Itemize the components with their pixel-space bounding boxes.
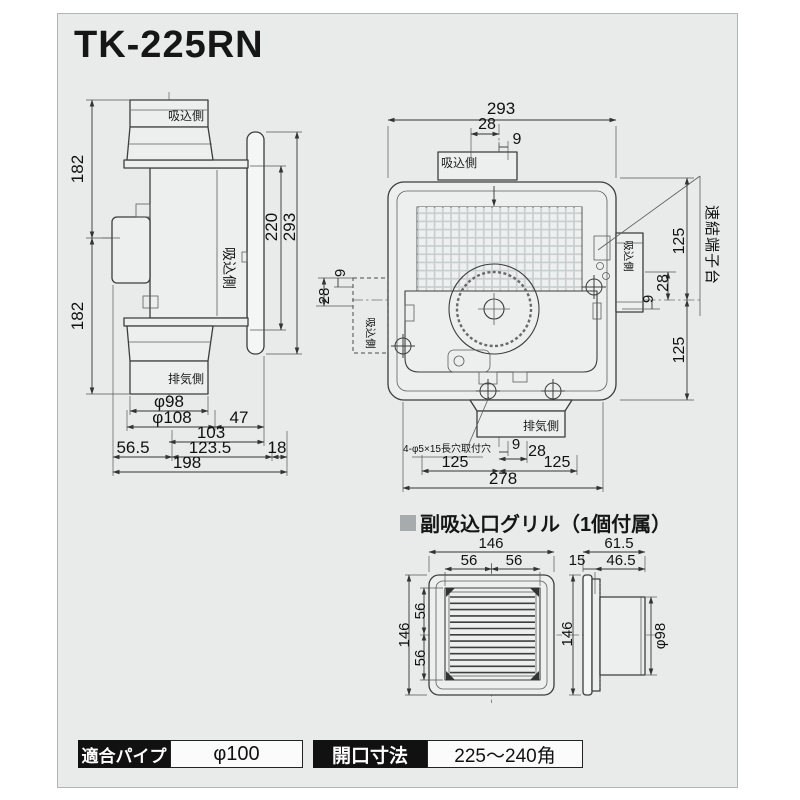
dim-grille-half-top: 56	[412, 603, 429, 620]
plan-intake-top-label: 吸込側	[441, 156, 477, 170]
side-view: 吸込側 吸込側 排気側 182 182 220 293 φ98	[68, 92, 302, 476]
spec-opening-label: 開口寸法	[313, 740, 427, 768]
dim-grille-depth: 61.5	[604, 535, 633, 552]
plan-view: 吸込側 吸込側 吸込側	[316, 99, 720, 492]
ceiling-plate-edge	[246, 131, 265, 355]
dim-overall-width-side: 198	[173, 453, 201, 472]
section-bullet-square	[400, 514, 416, 531]
optional-intake-duct	[352, 277, 389, 354]
grille-face-plate	[582, 574, 593, 696]
side-intake-side-label: 吸込側	[221, 247, 237, 289]
dim-right-28: 28	[655, 274, 672, 292]
motor-housing	[111, 216, 151, 284]
dim-left-28: 28	[316, 288, 333, 305]
model-number: TK-225RN	[74, 24, 264, 66]
dim-flange-diameter: φ108	[152, 408, 191, 427]
dim-mounting-width: 278	[489, 469, 517, 488]
plan-exhaust-label: 排気側	[523, 418, 559, 433]
dim-bottom-9: 9	[512, 436, 520, 453]
dim-grille-half-bottom: 56	[412, 650, 429, 667]
dim-top-28: 28	[478, 116, 496, 133]
blower-wheel	[448, 263, 540, 355]
dim-grille-collar-depth: 46.5	[606, 552, 635, 569]
dim-right-125-lower: 125	[671, 337, 688, 364]
dim-grille-half-right: 56	[506, 552, 523, 569]
grille-section-title: 副吸込口グリル（1個付属）	[420, 514, 672, 536]
spec-opening-value: 225〜240角	[427, 740, 583, 768]
dim-upper-height: 182	[68, 155, 87, 183]
grille-collar	[599, 596, 646, 676]
terminal-block-label: 速結端子台	[703, 205, 720, 285]
spec-pipe-value: φ100	[170, 740, 303, 768]
louvers	[450, 596, 535, 674]
dim-bottom-28: 28	[528, 443, 546, 460]
body-housing	[149, 167, 248, 319]
dim-grille-half-left: 56	[461, 552, 478, 569]
exhaust-cone	[126, 325, 214, 362]
grille-side-view: 61.5 15 46.5 146 φ98	[559, 535, 669, 696]
dim-bottom-125-right: 125	[544, 454, 571, 471]
dim-bottom-125-left: 125	[442, 454, 469, 471]
dim-overall-height: 293	[280, 213, 299, 241]
dim-plan-width: 293	[487, 99, 515, 118]
dim-grille-pipe-diameter: φ98	[652, 623, 669, 649]
dim-grille-height: 146	[396, 622, 413, 647]
mounting-note: 4-φ5×15長穴取付穴	[403, 442, 491, 455]
dim-grille-side-height: 146	[559, 621, 576, 646]
dim-lower-height: 182	[68, 302, 87, 330]
intake-duct-top	[437, 151, 518, 181]
side-intake-top-label: 吸込側	[168, 109, 204, 123]
intake-duct-right	[615, 232, 644, 313]
louver-frame	[444, 587, 541, 681]
mounting-holes	[391, 275, 606, 403]
intake-duct	[129, 99, 209, 128]
dim-123-5: 123.5	[189, 438, 232, 457]
plan-intake-left-label: 吸込側	[364, 317, 377, 349]
plan-intake-right-label: 吸込側	[622, 240, 635, 272]
dim-plate-height: 220	[262, 213, 281, 241]
dim-56-5: 56.5	[116, 438, 149, 457]
dim-left-9: 9	[332, 269, 349, 277]
dim-103: 103	[197, 423, 225, 442]
dim-grille-width: 146	[478, 535, 503, 552]
dim-top-9: 9	[513, 131, 522, 148]
dim-right-125-upper: 125	[671, 228, 688, 255]
corner-screws	[446, 588, 539, 680]
exhaust-duct	[129, 360, 209, 395]
terminal-block	[593, 235, 611, 261]
dim-47: 47	[230, 408, 249, 427]
dim-18: 18	[268, 438, 287, 457]
dim-right-9: 9	[640, 295, 657, 303]
side-exhaust-label: 排気側	[168, 371, 204, 386]
grille-front-view: 146 56 56 146 56 56	[396, 535, 562, 703]
dim-pipe-diameter: φ98	[154, 392, 184, 411]
grille-section-header: 副吸込口グリル（1個付属）	[400, 508, 671, 537]
dim-grille-flange-depth: 15	[569, 552, 586, 569]
inner-housing	[404, 290, 598, 373]
spec-pipe-label: 適合パイプ	[78, 740, 170, 768]
